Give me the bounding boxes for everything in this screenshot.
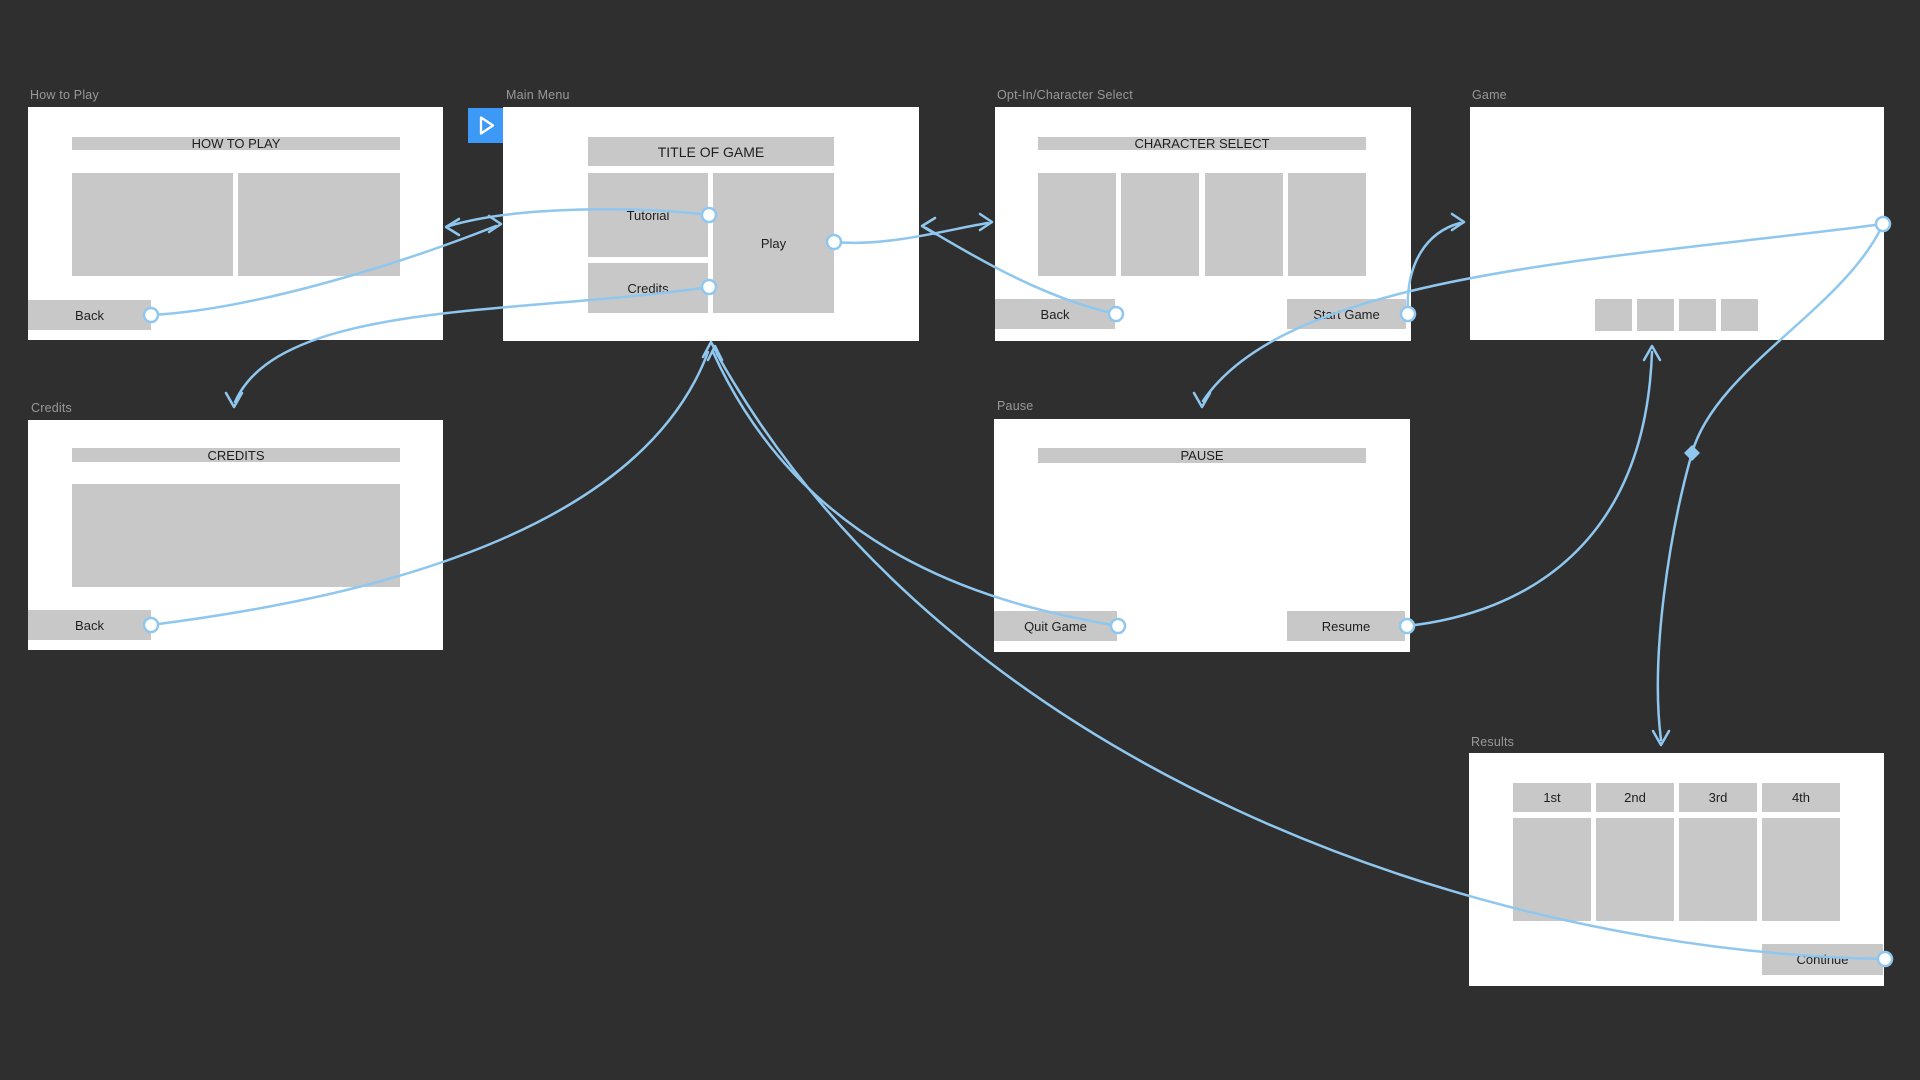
pause-title-bar[interactable]: PAUSE xyxy=(1038,448,1366,463)
game-hud-slot-3[interactable] xyxy=(1679,299,1716,331)
results-continue-button[interactable]: Continue xyxy=(1762,944,1883,975)
frame-results[interactable]: 1st 2nd 3rd 4th Continue xyxy=(1469,753,1884,986)
arrowhead-into-pause xyxy=(1192,391,1212,409)
frame-label-results[interactable]: Results xyxy=(1471,735,1515,749)
wire-startgame-to-game xyxy=(1406,221,1462,316)
credits-title-text: CREDITS xyxy=(207,447,265,463)
charselect-slot-4[interactable] xyxy=(1288,173,1366,276)
frame-character-select[interactable]: CHARACTER SELECT Back Start Game xyxy=(995,107,1411,341)
frame-label-character-select[interactable]: Opt-In/Character Select xyxy=(997,88,1133,102)
howtoplay-title-text: HOW TO PLAY xyxy=(191,136,281,151)
prototype-play-button[interactable] xyxy=(468,108,503,143)
frame-game[interactable] xyxy=(1470,107,1884,340)
arrowhead-into-howtoplay xyxy=(444,217,461,237)
mainmenu-credits-button[interactable]: Credits xyxy=(588,263,708,313)
play-icon xyxy=(479,116,495,135)
wire-bendpoint-diamond[interactable] xyxy=(1684,445,1700,461)
game-hud-slot-2[interactable] xyxy=(1637,299,1674,331)
frame-label-game[interactable]: Game xyxy=(1472,88,1507,102)
results-rank-3-label: 3rd xyxy=(1708,790,1728,805)
howtoplay-back-label: Back xyxy=(75,307,104,323)
results-rank-header-2[interactable]: 2nd xyxy=(1596,783,1674,812)
results-rank-4-label: 4th xyxy=(1791,790,1811,805)
charselect-title-text: CHARACTER SELECT xyxy=(1134,136,1270,151)
arrowhead-into-game-left xyxy=(1450,212,1466,232)
frame-how-to-play[interactable]: HOW TO PLAY Back xyxy=(28,107,443,340)
results-rank-header-3[interactable]: 3rd xyxy=(1679,783,1757,812)
credits-body-placeholder[interactable] xyxy=(72,484,400,587)
arrowhead-into-mainmenu-right xyxy=(920,216,937,236)
mainmenu-play-label: Play xyxy=(760,235,787,251)
credits-back-label: Back xyxy=(75,617,104,633)
results-rank-column-2[interactable] xyxy=(1596,818,1674,921)
frame-label-pause[interactable]: Pause xyxy=(997,399,1034,413)
results-rank-header-1[interactable]: 1st xyxy=(1513,783,1591,812)
wire-resume-to-game xyxy=(1405,350,1654,628)
game-hud-slot-1[interactable] xyxy=(1595,299,1632,331)
charselect-slot-3[interactable] xyxy=(1205,173,1283,276)
frame-label-how-to-play[interactable]: How to Play xyxy=(30,88,99,102)
results-rank-column-1[interactable] xyxy=(1513,818,1591,921)
mainmenu-tutorial-button[interactable]: Tutorial xyxy=(588,173,708,257)
arrowhead-into-credits xyxy=(224,391,244,409)
mainmenu-credits-label: Credits xyxy=(627,280,669,296)
charselect-start-label: Start Game xyxy=(1313,306,1380,322)
arrowhead-into-game-bottom xyxy=(1642,344,1662,362)
howtoplay-image-placeholder-2[interactable] xyxy=(238,173,400,276)
pause-resume-button[interactable]: Resume xyxy=(1287,611,1405,641)
arrowhead-into-mainmenu-bottom-2 xyxy=(706,344,724,362)
frame-pause[interactable]: PAUSE Quit Game Resume xyxy=(994,419,1410,652)
credits-title-bar[interactable]: CREDITS xyxy=(72,448,400,462)
howtoplay-back-button[interactable]: Back xyxy=(28,300,151,330)
results-rank-1-label: 1st xyxy=(1543,790,1561,805)
pause-resume-label: Resume xyxy=(1321,618,1371,634)
game-hud-slot-4[interactable] xyxy=(1721,299,1758,331)
arrowhead-into-results xyxy=(1651,729,1671,747)
frame-main-menu[interactable]: TITLE OF GAME Tutorial Credits Play xyxy=(503,107,919,341)
charselect-slot-2[interactable] xyxy=(1121,173,1199,276)
howtoplay-image-placeholder-1[interactable] xyxy=(72,173,233,276)
frame-label-credits[interactable]: Credits xyxy=(31,401,72,415)
mainmenu-play-button[interactable]: Play xyxy=(713,173,834,313)
mainmenu-title-bar[interactable]: TITLE OF GAME xyxy=(588,137,834,166)
pause-quit-button[interactable]: Quit Game xyxy=(994,611,1117,641)
results-rank-header-4[interactable]: 4th xyxy=(1762,783,1840,812)
arrowhead-into-mainmenu-bottom xyxy=(701,340,721,359)
charselect-title-bar[interactable]: CHARACTER SELECT xyxy=(1038,137,1366,150)
charselect-back-label: Back xyxy=(1040,306,1070,322)
pause-title-text: PAUSE xyxy=(1180,448,1224,463)
charselect-back-button[interactable]: Back xyxy=(995,299,1115,329)
pause-quit-label: Quit Game xyxy=(1024,618,1087,634)
charselect-slot-1[interactable] xyxy=(1038,173,1116,276)
frame-credits[interactable]: CREDITS Back xyxy=(28,420,443,650)
frame-label-main-menu[interactable]: Main Menu xyxy=(506,88,570,102)
results-rank-column-3[interactable] xyxy=(1679,818,1757,921)
arrowhead-into-mainmenu-left xyxy=(487,214,503,234)
results-rank-column-4[interactable] xyxy=(1762,818,1840,921)
results-continue-label: Continue xyxy=(1796,952,1849,967)
arrowhead-into-charselect xyxy=(978,212,994,232)
howtoplay-title-bar[interactable]: HOW TO PLAY xyxy=(72,137,400,150)
mainmenu-title-text: TITLE OF GAME xyxy=(657,143,765,160)
results-rank-2-label: 2nd xyxy=(1624,790,1646,805)
credits-back-button[interactable]: Back xyxy=(28,610,151,640)
mainmenu-tutorial-label: Tutorial xyxy=(626,207,670,223)
charselect-start-button[interactable]: Start Game xyxy=(1287,299,1406,329)
